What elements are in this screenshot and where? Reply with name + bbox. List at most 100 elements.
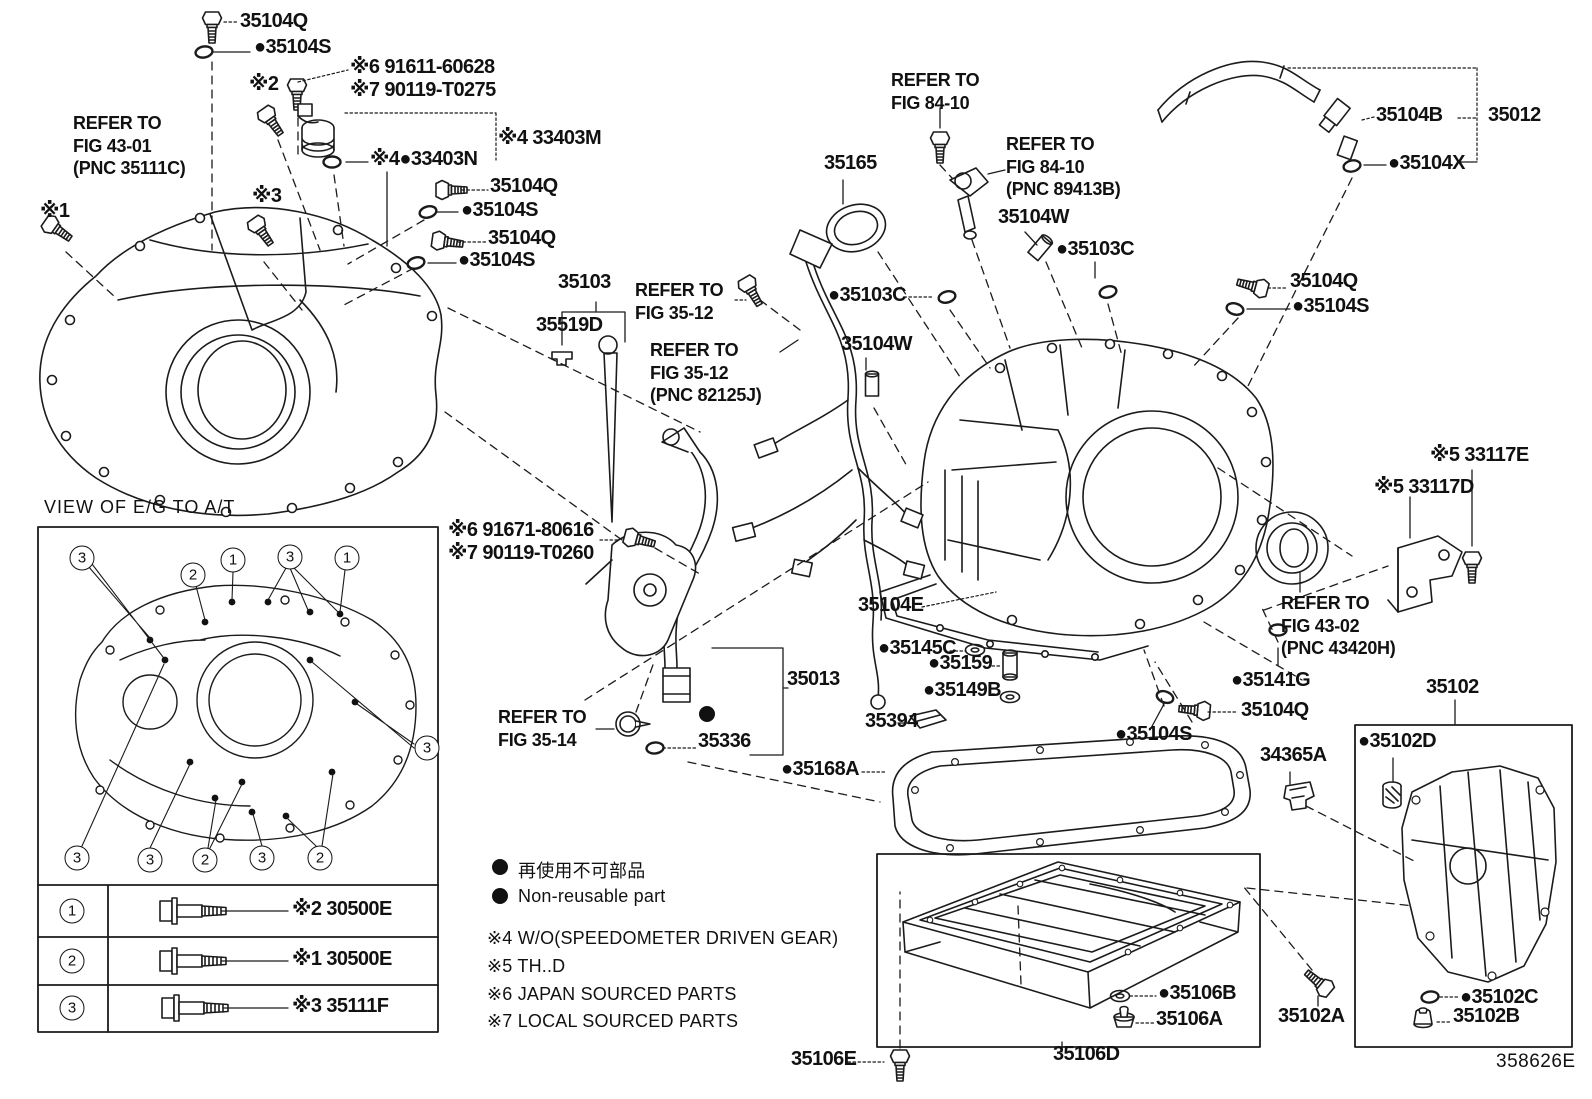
view-box-title: VIEW OF E/G TO A/T [44,497,236,517]
part-label-35104q: 35104Q [1290,270,1358,292]
label-bracket-lines [213,51,1478,1053]
oil-pan-art [902,861,1241,1009]
part-label-35102a: 35102A [1278,1005,1345,1027]
view-marker: 1 [220,547,246,573]
part-label-35165: 35165 [824,152,877,174]
legend-en: Non-reusable part [518,886,666,906]
table-row-label: ※1 30500E [292,948,392,970]
table-row-label: ※2 30500E [292,898,392,920]
refer-fig-43-01: REFER TO FIG 43-01 (PNC 35111C) [73,113,186,178]
view-marker: 3 [69,545,95,571]
part-label-35149b: ●35149B [923,679,1002,701]
part-label-35104q: 35104Q [488,227,556,249]
view-housing-art [74,563,417,849]
part-label-35104s: ●35104S [458,249,535,271]
part-label-35104s: ●35104S [1115,723,1192,745]
table-row-number: 2 [59,948,85,974]
dashed-leader-lines [65,61,1417,1049]
view-box-frame [37,526,439,1033]
legend-note: ※6 JAPAN SOURCED PARTS [487,984,737,1004]
view-marker: 2 [192,847,218,873]
refer-fig-35-14: REFER TO FIG 35-14 [498,707,587,750]
legend-bullet [492,888,508,904]
part-label-35104q: 35104Q [490,175,558,197]
part-label-35104s: ●35104S [254,36,331,58]
part-label-35104b: 35104B [1376,104,1443,126]
breather-hose-art [1157,60,1363,175]
part-label-35104x: ●35104X [1388,152,1465,174]
pan-gasket-art [891,735,1251,856]
refer-fig-84-10-pnc: REFER TO FIG 84-10 (PNC 89413B) [1006,134,1121,199]
wire-harness-art [731,229,926,710]
part-label-35102: 35102 [1426,676,1479,698]
part-label-35106d: 35106D [1053,1043,1120,1065]
part-label-35102d: ●35102D [1358,730,1437,752]
part-label-35106b: ●35106B [1158,982,1237,1004]
part-label-35145c: ●35145C [878,637,957,659]
part-label-35012: 35012 [1488,104,1541,126]
refer-fig-35-12-pnc: REFER TO FIG 35-12 (PNC 82125J) [650,340,762,405]
refer-fig-35-12: REFER TO FIG 35-12 [635,280,724,323]
note-label-90119-t0260: ※7 90119-T0260 [448,542,594,564]
part-label-35104w: 35104W [841,333,913,355]
refer-fig-84-10: REFER TO FIG 84-10 [891,70,980,113]
marker-1: ※1 [40,200,70,222]
note-label-91671: ※6 91671-80616 [448,519,594,541]
bracket-33117d-art [1387,535,1463,613]
label-leader-lines [223,21,1478,1063]
part-label-35104e: 35104E [858,594,924,616]
part-label-35141g: ●35141G [1231,669,1311,691]
part-label-35168a: ●35168A [781,758,860,780]
table-row-label: ※3 35111F [292,995,389,1017]
hardware-icons [38,11,1483,1082]
oil-seal-43420h-art [1255,511,1329,585]
note-label-90119-t0275: ※7 90119-T0275 [350,79,496,101]
oil-pan-box-frame [876,853,1261,1048]
part-label-35103c: ●35103C [1056,238,1135,260]
dipstick-art [551,335,618,523]
part-label-35159: ●35159 [928,652,993,674]
view-marker: 2 [180,562,206,588]
part-label-35013: 35013 [787,668,840,690]
refer-fig-43-02: REFER TO FIG 43-02 (PNC 43420H) [1281,593,1396,658]
part-label-35103c: ●35103C [828,284,907,306]
legend-jp: 再使用不可部品 [518,861,646,881]
view-marker: 1 [334,545,360,571]
part-label-35104s: ●35104S [1292,295,1369,317]
part-label-35519d: 35519D [536,314,603,336]
part-label-33117d: ※5 33117D [1374,476,1474,498]
transaxle-housing-art [39,206,443,518]
part-label-35394: 35394 [865,710,918,732]
oil-seal-35165-art [825,203,887,253]
view-marker: 2 [307,845,333,871]
marker-2: ※2 [249,73,279,95]
note-label-91611: ※6 91611-60628 [350,56,495,78]
table-row-number: 3 [59,995,85,1021]
non-reusable-dot [699,706,715,722]
view-marker: 3 [137,847,163,873]
legend-bullet [492,859,508,875]
table-row-number: 1 [59,898,85,924]
speed-sensor-art [949,167,989,240]
part-label-33117e: ※5 33117E [1430,444,1529,466]
part-label-35106e: 35106E [791,1048,857,1070]
part-label-35104w: 35104W [998,206,1070,228]
part-label-35336: 35336 [698,730,751,752]
part-label-35102c: ●35102C [1460,986,1539,1008]
part-label-35104q: 35104Q [1241,699,1309,721]
legend-note: ※5 TH..D [487,956,566,976]
part-label-34365a: 34365A [1260,744,1327,766]
part-label-35104q: 35104Q [240,10,308,32]
part-label-33403n: ※4●33403N [370,148,478,170]
legend-note: ※4 W/O(SPEEDOMETER DRIVEN GEAR) [487,928,839,948]
part-label-35103: 35103 [558,271,611,293]
transmission-case-art [879,338,1274,661]
marker-3: ※3 [252,185,282,207]
view-marker: 3 [249,845,275,871]
view-marker: 3 [64,845,90,871]
part-label-35106a: 35106A [1156,1008,1223,1030]
case-cover-box-frame [1354,724,1573,1048]
part-label-33403m: ※4 33403M [498,127,602,149]
